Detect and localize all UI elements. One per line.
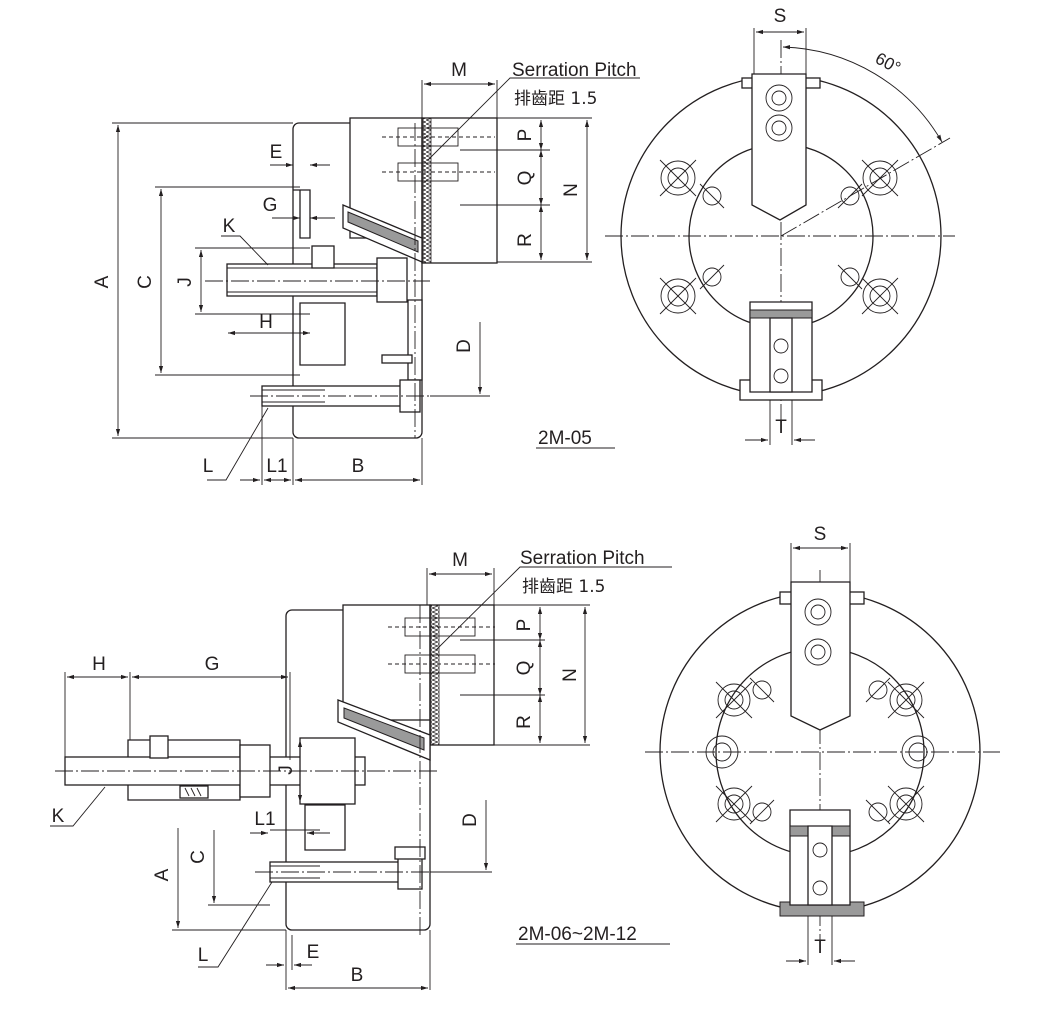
dim-label-J: J (276, 765, 297, 775)
dim-label-J: J (175, 277, 196, 287)
drawing1-side-view (112, 77, 640, 485)
dim-label-K: K (223, 216, 236, 237)
dim-label-L1: L1 (266, 456, 287, 477)
dim-label-Q: Q (515, 171, 536, 186)
serration-title-2: Serration Pitch (520, 548, 645, 569)
serration-title-1: Serration Pitch (512, 60, 637, 81)
dim-label-L: L (198, 945, 209, 966)
dim-label-L: L (203, 456, 214, 477)
dim-label-N: N (560, 668, 581, 682)
drawing2-front-view (645, 543, 1000, 965)
dim-label-H: H (259, 312, 273, 333)
drawing2-front-labels: S T (814, 524, 827, 958)
dim-label-S: S (774, 6, 787, 27)
dim-label-R: R (514, 715, 535, 729)
drawing2-labels: H G J K L1 A C L E B M N P Q R D Serrati… (52, 548, 670, 986)
drawing1-labels: A C J E G K H L L1 B M N P Q R D Serrati… (92, 60, 637, 477)
model-label-2: 2M-06~2M-12 (518, 924, 637, 945)
drawing1-front-view (605, 28, 955, 445)
drawing2-side-view (50, 566, 672, 991)
dim-label-M: M (452, 550, 468, 571)
serration-value-2: 排齒距 1.5 (522, 577, 605, 597)
dim-label-H: H (92, 654, 106, 675)
dim-label-K: K (52, 806, 65, 827)
dim-label-B: B (351, 965, 364, 986)
dim-label-T: T (814, 937, 826, 958)
dim-label-T: T (775, 417, 787, 438)
dim-label-N: N (561, 183, 582, 197)
dim-label-C: C (135, 275, 156, 289)
dim-label-A: A (92, 275, 113, 288)
dim-label-P: P (515, 129, 536, 142)
dim-label-B: B (352, 456, 365, 477)
dim-label-G: G (263, 195, 278, 216)
dim-label-G: G (205, 654, 220, 675)
dim-label-M: M (451, 60, 467, 81)
dim-label-R: R (515, 233, 536, 247)
serration-value-1: 排齒距 1.5 (514, 89, 597, 109)
dim-label-E: E (307, 942, 320, 963)
dim-label-D: D (454, 339, 475, 353)
angle-label: 60° (872, 49, 904, 78)
dim-label-Q: Q (514, 661, 535, 676)
model-label-1: 2M-05 (538, 428, 592, 449)
dim-label-C: C (188, 850, 209, 864)
dim-label-S: S (814, 524, 827, 545)
dim-label-P: P (514, 619, 535, 632)
dim-label-L1: L1 (254, 809, 275, 830)
dim-label-D: D (460, 813, 481, 827)
dim-label-E: E (270, 142, 283, 163)
dim-label-A: A (152, 868, 173, 881)
